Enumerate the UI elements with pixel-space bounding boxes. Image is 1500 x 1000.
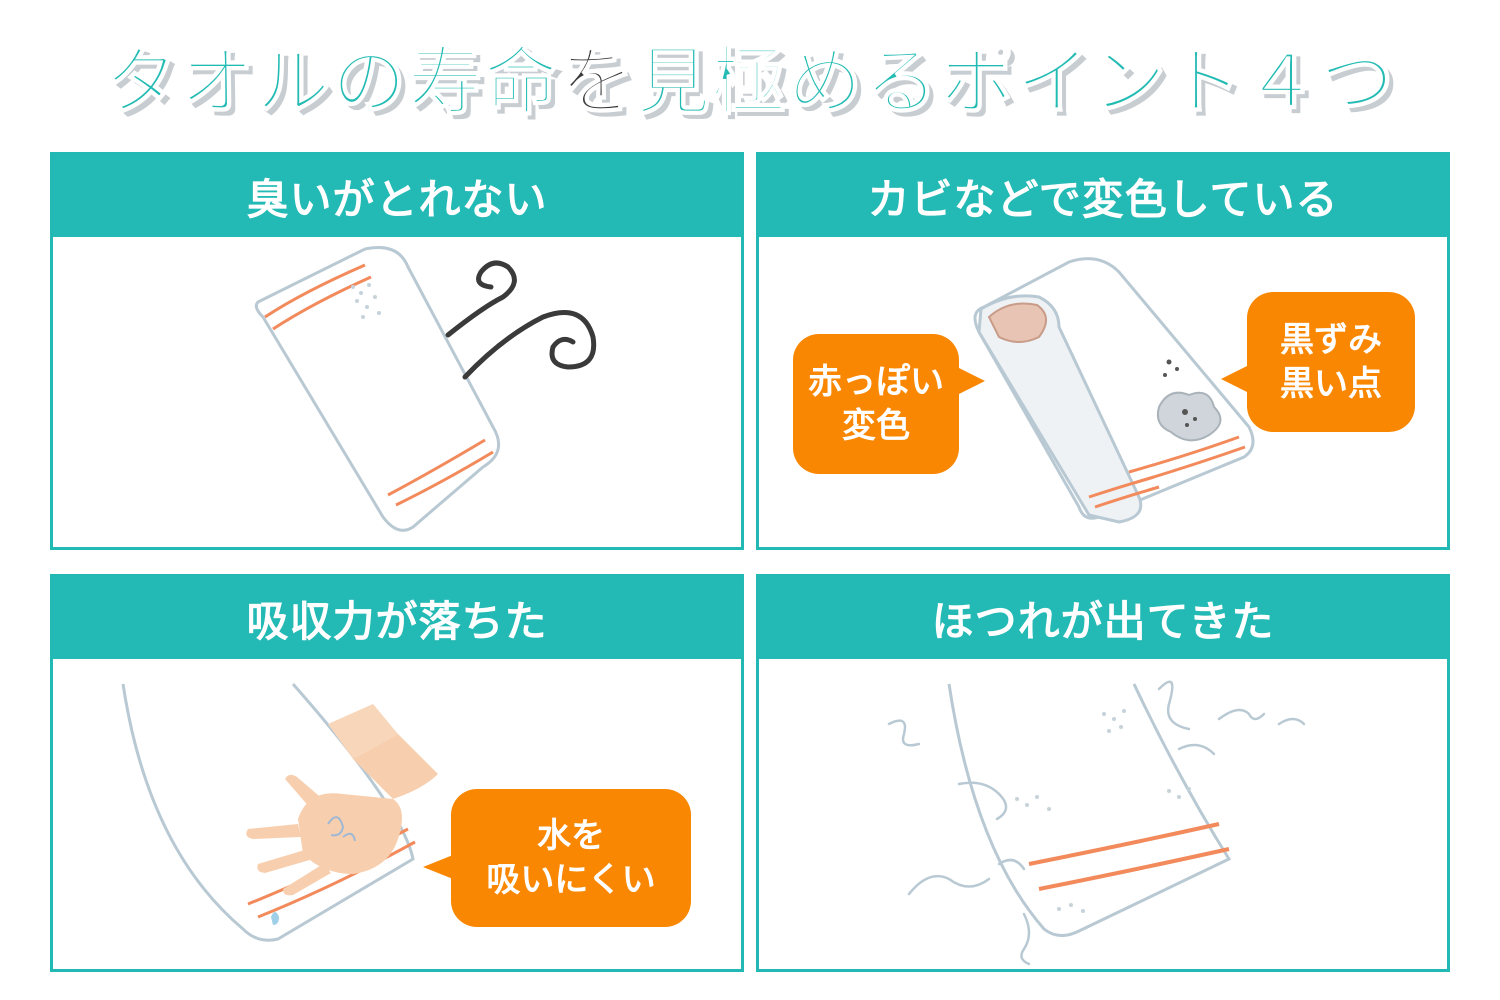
bubble-line: 黒ずみ	[1280, 320, 1382, 360]
hard-to-absorb-bubble: 水を 吸いにくい	[451, 789, 691, 927]
folded-towel-icon	[973, 257, 1255, 524]
panel-fraying: ほつれが出てきた	[756, 574, 1450, 972]
title-part-3: 見極めるポイント４つ	[635, 38, 1396, 126]
panel-heading: 吸収力が落ちた	[53, 577, 741, 659]
title-part-1: タオルの寿命	[103, 38, 560, 126]
panel-body	[53, 237, 741, 547]
absorbency-illustration	[121, 683, 438, 942]
bubble-line: 水を	[537, 816, 605, 856]
bubble-line: 赤っぽい	[808, 362, 944, 402]
black-spots-bubble: 黒ずみ 黒い点	[1247, 292, 1415, 432]
reddish-discoloration-bubble: 赤っぽい 変色	[793, 334, 959, 474]
loose-thread-icon	[887, 680, 1306, 966]
bubble-line: 変色	[842, 406, 910, 446]
towel-icon	[254, 246, 501, 532]
bubble-tail	[423, 855, 453, 879]
water-drop-icon	[271, 912, 279, 925]
panel-body: 水を 吸いにくい	[53, 659, 741, 969]
title-part-2: を	[559, 38, 636, 126]
panel-discoloration: カビなどで変色している 赤っぽい 変色 黒ずみ	[756, 152, 1450, 550]
bubble-line: 黒い点	[1280, 364, 1382, 404]
panel-body: 赤っぽい 変色 黒ずみ 黒い点	[759, 237, 1447, 547]
smelly-towel-illustration	[254, 246, 597, 532]
bubble-line: 吸いにくい	[486, 860, 656, 900]
panel-body	[759, 659, 1447, 969]
panel-heading: 臭いがとれない	[53, 155, 741, 237]
bubble-tail	[957, 367, 985, 395]
panel-heading: カビなどで変色している	[759, 155, 1447, 237]
frayed-towel-illustration	[887, 680, 1306, 966]
bubble-tail	[1221, 365, 1249, 393]
page-title: タオルの寿命を見極めるポイント４つ	[0, 22, 1500, 129]
panel-smell: 臭いがとれない	[50, 152, 744, 550]
discolored-towel-illustration	[973, 257, 1255, 524]
panel-absorbency: 吸収力が落ちた 水を 吸い	[50, 574, 744, 972]
panel-heading: ほつれが出てきた	[759, 577, 1447, 659]
towel-icon	[947, 683, 1232, 937]
water-drop-icon	[327, 816, 356, 842]
odor-swirl-icon	[445, 260, 597, 380]
